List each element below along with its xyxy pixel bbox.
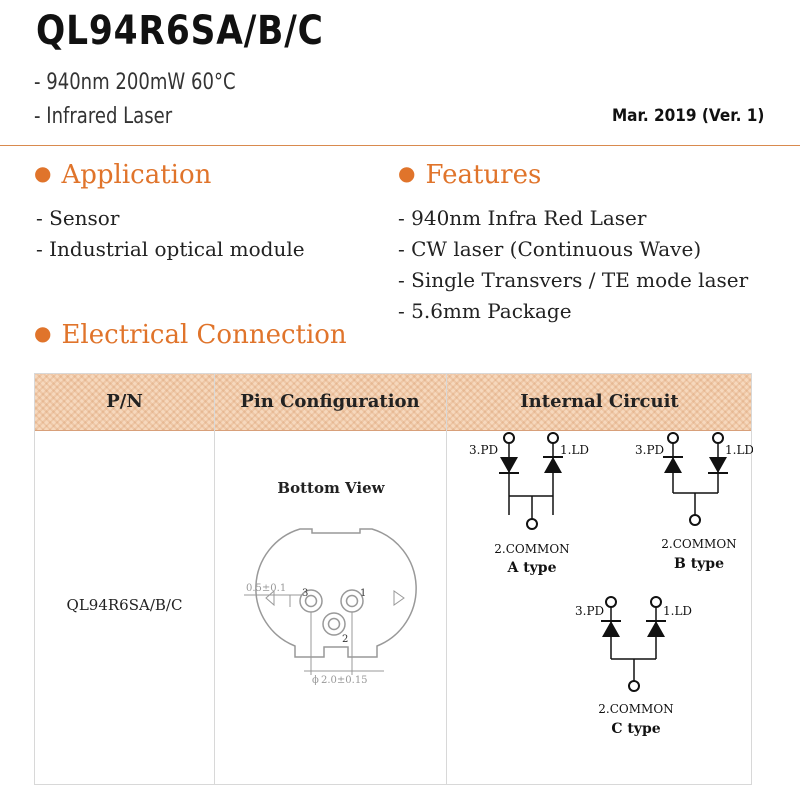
package-outline — [255, 528, 417, 658]
pd-label: 3.PD — [635, 443, 664, 457]
ld-diode-icon — [645, 620, 667, 638]
package-notch-right — [393, 590, 405, 606]
ld-diode-icon — [707, 456, 729, 474]
application-list: - Sensor - Industrial optical module — [36, 203, 305, 265]
electrical-heading: ●Electrical Connection — [34, 320, 347, 350]
header-divider — [0, 145, 800, 146]
type-label-c: C type — [611, 721, 660, 737]
type-label-b: B type — [674, 556, 724, 572]
revision-date: Mar. 2019 (Ver. 1) — [611, 106, 764, 126]
bullet-icon: ● — [34, 321, 52, 345]
bullet-icon: ● — [34, 161, 52, 185]
type-line: - Infrared Laser — [34, 104, 173, 129]
part-number-cell: QL94R6SA/B/C — [66, 596, 183, 614]
internal-circuit-diagram: 3.PD 1.LD 2.COMMON A type 3.PD 1.LD 2.CO… — [469, 432, 753, 737]
column-divider — [214, 374, 215, 784]
electrical-table: P/N Pin Configuration Internal Circuit Q… — [34, 373, 753, 785]
pd-label: 3.PD — [575, 604, 604, 618]
column-header-pn: P/N — [106, 391, 143, 412]
table-header: P/N Pin Configuration Internal Circuit — [35, 374, 751, 431]
list-item: - 5.6mm Package — [398, 299, 572, 323]
dimension-diameter: 2.0±0.15 — [321, 675, 368, 686]
column-header-internal-circuit: Internal Circuit — [520, 391, 679, 412]
pd-diode-icon — [600, 620, 622, 638]
list-item: - Single Transvers / TE mode laser — [398, 268, 749, 292]
document-title: QL94R6SA/B/C — [36, 8, 324, 54]
pin-label-2: 2 — [342, 634, 348, 645]
features-list-container: - 940nm Infra Red Laser - CW laser (Cont… — [398, 203, 764, 333]
bullet-icon: ● — [398, 161, 416, 185]
common-label: 2.COMMON — [598, 702, 673, 716]
pd-diode-icon — [662, 456, 684, 474]
application-heading: ●Application — [34, 160, 212, 190]
features-heading: ●Features — [398, 160, 542, 190]
circuit-c-type: 3.PD 1.LD 2.COMMON C type — [575, 596, 692, 737]
pin-label-3: 3 — [302, 588, 308, 599]
list-item: - Sensor — [36, 206, 120, 230]
dimension-pin-gap: 0.5±0.1 — [246, 583, 286, 594]
ld-label: 1.LD — [725, 443, 753, 457]
common-label: 2.COMMON — [494, 542, 569, 556]
diameter-symbol: ϕ — [312, 675, 319, 686]
ld-diode-icon — [542, 456, 564, 474]
spec-line: - 940nm 200mW 60°C — [34, 70, 236, 95]
bottom-view-label: Bottom View — [277, 479, 385, 497]
column-divider — [446, 374, 447, 784]
pd-label: 3.PD — [469, 443, 498, 457]
features-list: - 940nm Infra Red Laser - CW laser (Cont… — [398, 203, 748, 327]
list-item: - CW laser (Continuous Wave) — [398, 237, 702, 261]
common-label: 2.COMMON — [661, 537, 736, 551]
type-label-a: A type — [506, 560, 556, 576]
pin-label-1: 1 — [360, 588, 366, 599]
pin-2 — [322, 612, 346, 636]
list-item: - Industrial optical module — [36, 237, 305, 261]
circuit-b-type: 3.PD 1.LD 2.COMMON B type — [635, 432, 753, 572]
circuit-a-type: 3.PD 1.LD 2.COMMON A type — [469, 432, 589, 576]
ld-label: 1.LD — [560, 443, 589, 457]
ld-label: 1.LD — [663, 604, 692, 618]
column-header-pin-config: Pin Configuration — [240, 391, 420, 412]
list-item: - 940nm Infra Red Laser — [398, 206, 647, 230]
pin-configuration-diagram: Bottom View 3 1 2 0.5±0.1 ϕ 2.0±0.15 — [244, 479, 417, 686]
pd-diode-icon — [498, 456, 520, 474]
